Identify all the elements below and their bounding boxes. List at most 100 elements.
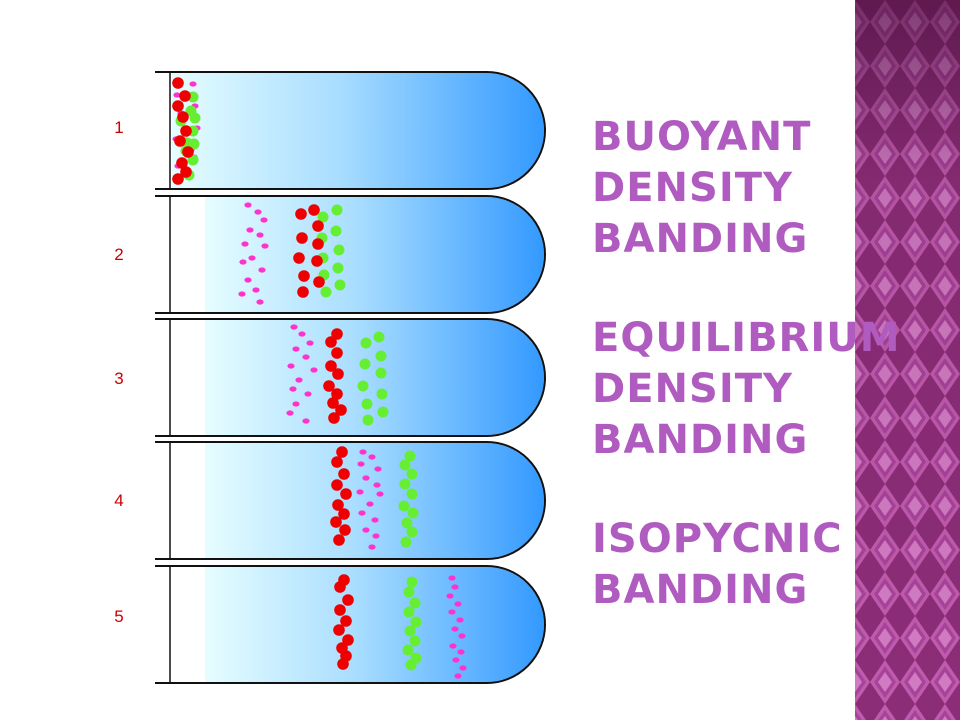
pink-particle — [258, 267, 266, 273]
red-particle — [174, 135, 186, 147]
red-particle — [297, 286, 309, 298]
pink-particle — [298, 331, 306, 337]
pink-particle — [286, 410, 294, 416]
red-particle — [180, 166, 192, 178]
pink-particle — [173, 92, 181, 98]
green-particle — [406, 468, 418, 480]
green-particle — [376, 388, 388, 400]
pink-particle — [302, 354, 310, 360]
red-particle — [325, 360, 337, 372]
pink-particle — [241, 241, 249, 247]
red-particle — [311, 255, 323, 267]
pink-particle — [458, 633, 466, 639]
red-particle — [325, 336, 337, 348]
green-particle — [373, 331, 385, 343]
pink-particle — [244, 277, 252, 283]
red-particle — [172, 77, 184, 89]
pink-particle — [306, 340, 314, 346]
red-particle — [335, 404, 347, 416]
red-particle — [179, 90, 191, 102]
green-particle — [189, 112, 201, 124]
green-particle — [399, 478, 411, 490]
title-density-2: DENSITY — [592, 366, 793, 412]
pink-particle — [448, 575, 456, 581]
green-particle — [357, 380, 369, 392]
pink-particle — [459, 665, 467, 671]
red-particle — [298, 270, 310, 282]
pink-particle — [302, 418, 310, 424]
title-buoyant: BUOYANT — [592, 114, 812, 160]
green-particle — [377, 406, 389, 418]
tube-number-3: 3 — [114, 369, 124, 388]
green-particle — [399, 459, 411, 471]
pink-particle — [451, 626, 459, 632]
pink-particle — [356, 489, 364, 495]
pink-particle — [371, 517, 379, 523]
red-particle — [172, 100, 184, 112]
pink-particle — [287, 363, 295, 369]
title-banding-3: BANDING — [592, 567, 809, 613]
red-particle — [336, 446, 348, 458]
pink-particle — [261, 243, 269, 249]
green-particle — [406, 526, 418, 538]
red-particle — [327, 397, 339, 409]
pink-particle — [456, 617, 464, 623]
red-particle — [323, 380, 335, 392]
pink-particle — [357, 461, 365, 467]
pink-particle — [256, 299, 264, 305]
pink-particle — [446, 593, 454, 599]
red-particle — [334, 604, 346, 616]
red-particle — [332, 499, 344, 511]
red-particle — [333, 534, 345, 546]
green-particle — [409, 597, 421, 609]
red-particle — [342, 634, 354, 646]
red-particle — [338, 508, 350, 520]
tube-2 — [155, 195, 546, 314]
red-particle — [180, 125, 192, 137]
red-particle — [333, 624, 345, 636]
pink-particle — [454, 601, 462, 607]
green-particle — [404, 450, 416, 462]
pink-particle — [358, 510, 366, 516]
green-particle — [317, 211, 329, 223]
red-particle — [308, 204, 320, 216]
red-particle — [328, 412, 340, 424]
red-particle — [330, 516, 342, 528]
pink-particle — [374, 466, 382, 472]
pink-particle — [304, 391, 312, 397]
green-particle — [410, 616, 422, 628]
green-particle — [403, 606, 415, 618]
green-particle — [400, 536, 412, 548]
red-particle — [331, 456, 343, 468]
green-particle — [398, 500, 410, 512]
pink-particle — [189, 81, 197, 87]
tube-5 — [155, 565, 546, 684]
green-particle — [320, 286, 332, 298]
tube-1 — [155, 71, 546, 190]
pink-particle — [454, 673, 462, 679]
title-equilibrium: EQUILIBRIUM — [592, 315, 901, 361]
pink-particle — [295, 377, 303, 383]
tube-number-1: 1 — [114, 118, 124, 137]
pink-particle — [372, 533, 380, 539]
red-particle — [312, 238, 324, 250]
green-particle — [403, 586, 415, 598]
pink-particle — [246, 227, 254, 233]
green-particle — [404, 625, 416, 637]
pink-particle — [244, 202, 252, 208]
banding-titles: BUOYANT DENSITY BANDING EQUILIBRIUM DENS… — [592, 112, 901, 616]
tube-number-4: 4 — [114, 491, 124, 510]
pink-particle — [292, 346, 300, 352]
red-particle — [342, 594, 354, 606]
title-density-1: DENSITY — [592, 165, 793, 211]
red-particle — [312, 220, 324, 232]
green-particle — [401, 517, 413, 529]
red-particle — [331, 328, 343, 340]
green-particle — [362, 414, 374, 426]
pink-particle — [366, 501, 374, 507]
green-particle — [375, 350, 387, 362]
red-particle — [176, 157, 188, 169]
pink-particle — [376, 491, 384, 497]
tube-4 — [155, 441, 546, 560]
